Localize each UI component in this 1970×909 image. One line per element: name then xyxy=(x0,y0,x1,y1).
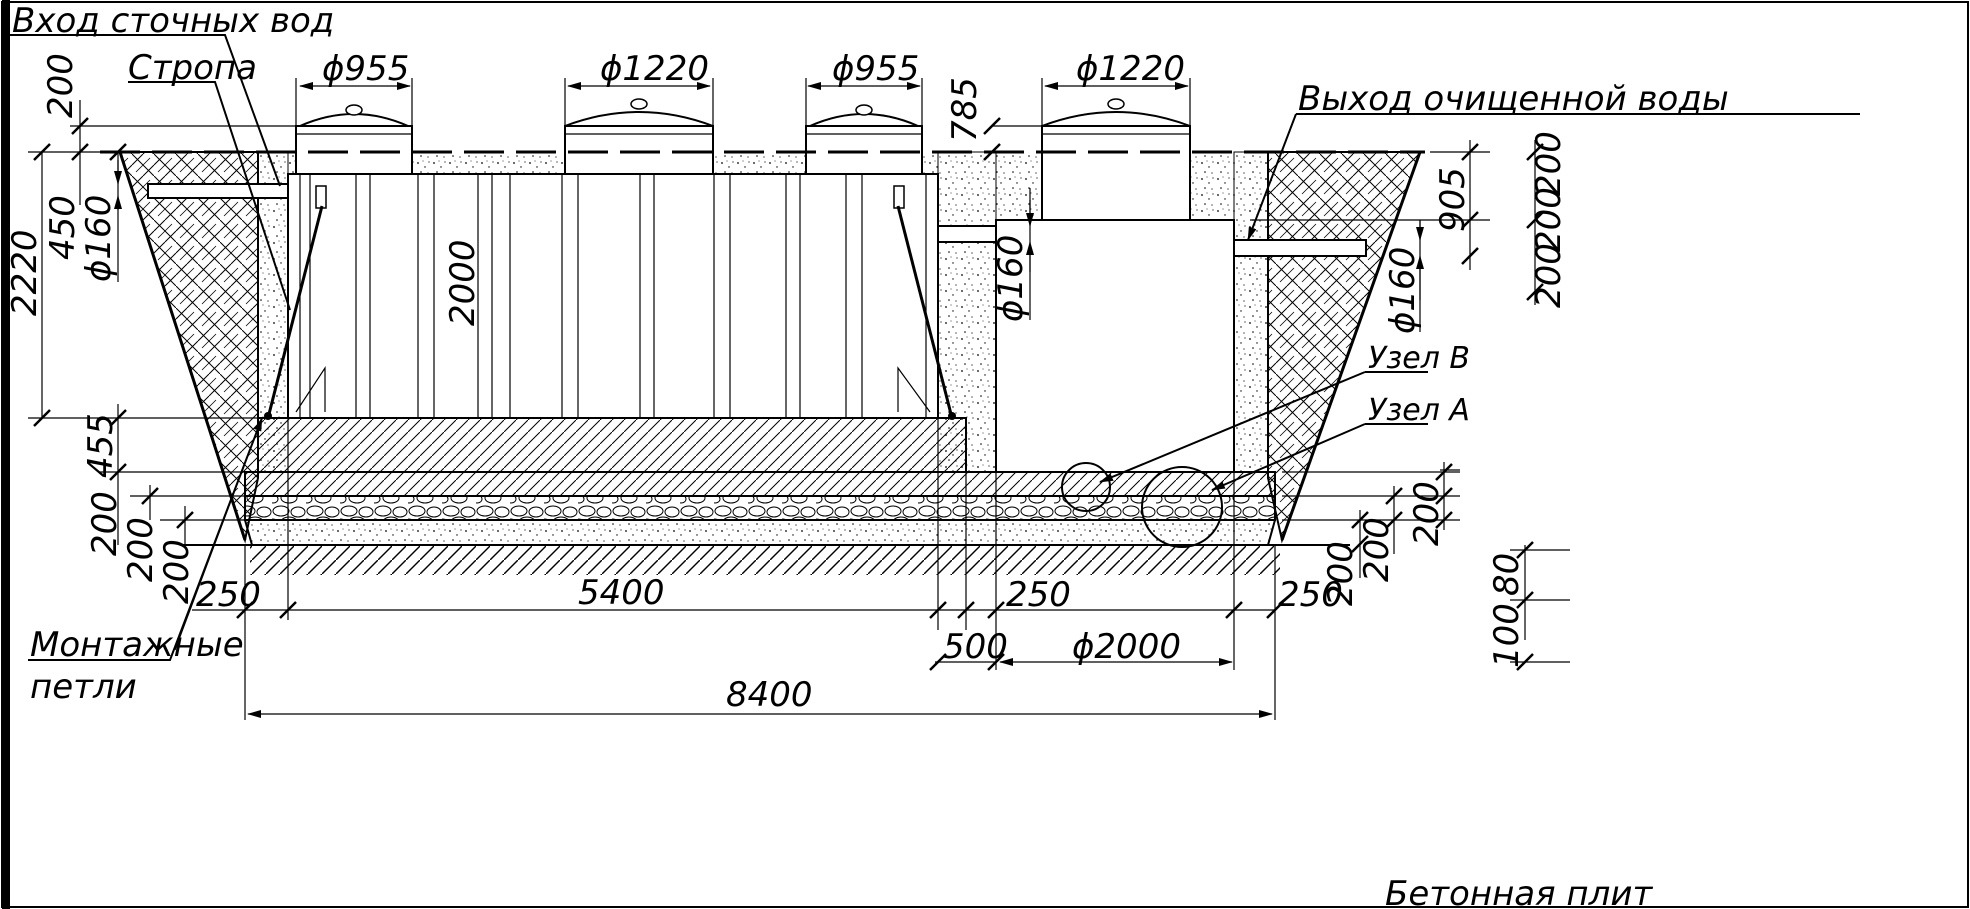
anchor-right xyxy=(948,412,956,420)
sling-right xyxy=(896,205,954,419)
dim-200-r3: 200 xyxy=(1529,243,1569,308)
concrete-slab-long xyxy=(244,471,1276,497)
neck-1 xyxy=(295,125,413,175)
dim-250-mid: 250 xyxy=(1006,575,1071,615)
filter-module-body xyxy=(995,219,1235,473)
dim-250-right: 250 xyxy=(1278,575,1343,615)
dim-200-b3: 200 xyxy=(1407,481,1447,546)
dim-80: 80 xyxy=(1487,553,1527,596)
tank-body xyxy=(287,173,939,419)
pipe-dim-arrows xyxy=(114,160,1424,300)
dimension-lines xyxy=(28,78,1570,720)
dim-785: 785 xyxy=(945,77,985,142)
inlet-label: Вход сточных вод xyxy=(12,1,334,41)
outlet-pipe xyxy=(1233,239,1367,257)
dim-200-l1: 200 xyxy=(85,491,125,556)
dim-hatch-4: ϕ1220 xyxy=(1076,49,1185,89)
node-b-circle xyxy=(1061,462,1111,512)
dim-5400: 5400 xyxy=(578,573,665,613)
dim-200-top: 200 xyxy=(41,53,81,118)
neck-3 xyxy=(805,125,923,175)
anchor-left xyxy=(264,412,272,420)
dim-160-left: ϕ160 xyxy=(79,195,119,282)
dim-250-left: 250 xyxy=(196,575,261,615)
dim-hatch-3: ϕ955 xyxy=(832,49,919,89)
dim-200-b1: 200 xyxy=(1321,541,1361,606)
dim-160-mid: ϕ160 xyxy=(991,235,1031,322)
dim-100: 100 xyxy=(1487,603,1527,668)
sling-leader-arrow xyxy=(174,417,263,651)
tank-ribs xyxy=(299,174,927,418)
mounting-loop-left xyxy=(315,185,327,209)
callout-labels: Вход сточных вод Стропа Выход очищенной … xyxy=(12,1,1729,909)
sling-left xyxy=(266,205,324,419)
dim-200-r2: 200 xyxy=(1529,187,1569,252)
mounting-loop-right xyxy=(893,185,905,209)
mounting-loops-label-2: петли xyxy=(30,667,137,707)
dim-160-right: ϕ160 xyxy=(1383,247,1423,334)
dim-2220: 2220 xyxy=(5,229,45,316)
transfer-pipe xyxy=(937,225,997,243)
neck-2 xyxy=(564,125,714,175)
concrete-slab-label: Бетонная плит xyxy=(1385,874,1653,909)
node-a-circle xyxy=(1141,466,1223,548)
lid-handles xyxy=(345,98,1125,116)
dim-905: 905 xyxy=(1433,167,1473,232)
dim-2000-diameter: ϕ2000 xyxy=(1072,627,1181,667)
gravel-layer xyxy=(244,495,1276,521)
slope-hatch-left xyxy=(118,151,247,541)
dim-hatch-2: ϕ1220 xyxy=(600,49,709,89)
dim-8400: 8400 xyxy=(726,675,813,715)
dim-200-r1: 200 xyxy=(1529,131,1569,196)
mounting-loops-label-1: Монтажные xyxy=(30,625,244,665)
ground-hatch xyxy=(250,545,1280,575)
slope-hatch-right xyxy=(1280,151,1422,541)
dimension-labels: ϕ955 ϕ1220 ϕ955 ϕ1220 5400 250 250 250 5… xyxy=(5,49,1569,715)
node-a-label: Узел А xyxy=(1368,393,1470,428)
outlet-label: Выход очищенной воды xyxy=(1298,79,1729,119)
dim-2000-height: 2000 xyxy=(443,239,483,326)
dim-hatch-1: ϕ955 xyxy=(322,49,409,89)
concrete-slab-main xyxy=(257,417,967,473)
leader-lines xyxy=(10,34,1860,661)
inlet-pipe xyxy=(147,183,289,199)
node-b-label: Узел В xyxy=(1368,341,1470,376)
dim-500: 500 xyxy=(943,627,1008,667)
dimension-ticks xyxy=(33,117,1544,671)
dim-200-b2: 200 xyxy=(1357,517,1397,582)
dim-200-l3: 200 xyxy=(157,539,197,604)
neck-4 xyxy=(1041,125,1191,221)
dim-455: 455 xyxy=(81,413,121,478)
sling-label: Стропа xyxy=(128,48,257,88)
dim-200-l2: 200 xyxy=(121,517,161,582)
tank-inner-stop-left xyxy=(295,365,326,413)
sand-cushion xyxy=(243,519,1277,546)
dim-450: 450 xyxy=(43,195,83,260)
tank-inner-stop-right xyxy=(897,366,931,413)
